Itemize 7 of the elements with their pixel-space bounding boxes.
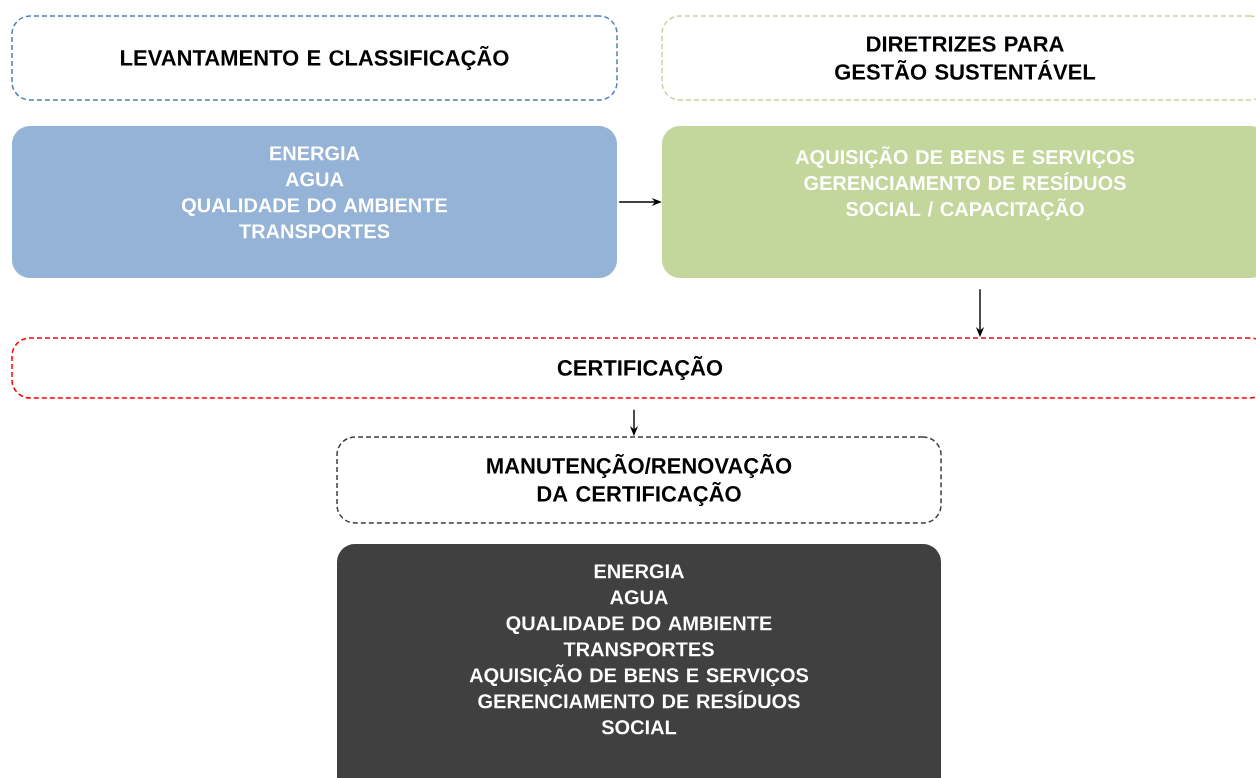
rounded-box: ENERGIA AGUA QUALIDADE DO AMBIENTE TRANSPORTES AQUISIÇÃO DE BENS E SERVIÇOS GERENCIAMENTO DE RESÍDUOS SOCIAL bbox=[337, 544, 941, 778]
dashed-box: CERTIFICAÇÃO bbox=[11, 337, 1256, 399]
rounded-box: AQUISIÇÃO DE BENS E SERVIÇOS GERENCIAMENTO DE RESÍDUOS SOCIAL / CAPACITAÇÃO bbox=[662, 126, 1256, 278]
rounded-box: ENERGIA AGUA QUALIDADE DO AMBIENTE TRANSPORTES bbox=[12, 126, 617, 278]
dashed-box: LEVANTAMENTO E CLASSIFICAÇÃO bbox=[11, 15, 618, 101]
dashed-box: MANUTENÇÃO/RENOVAÇÃO DA CERTIFICAÇÃO bbox=[336, 436, 942, 524]
dashed-box: DIRETRIZES PARA GESTÃO SUSTENTÁVEL bbox=[661, 15, 1256, 101]
